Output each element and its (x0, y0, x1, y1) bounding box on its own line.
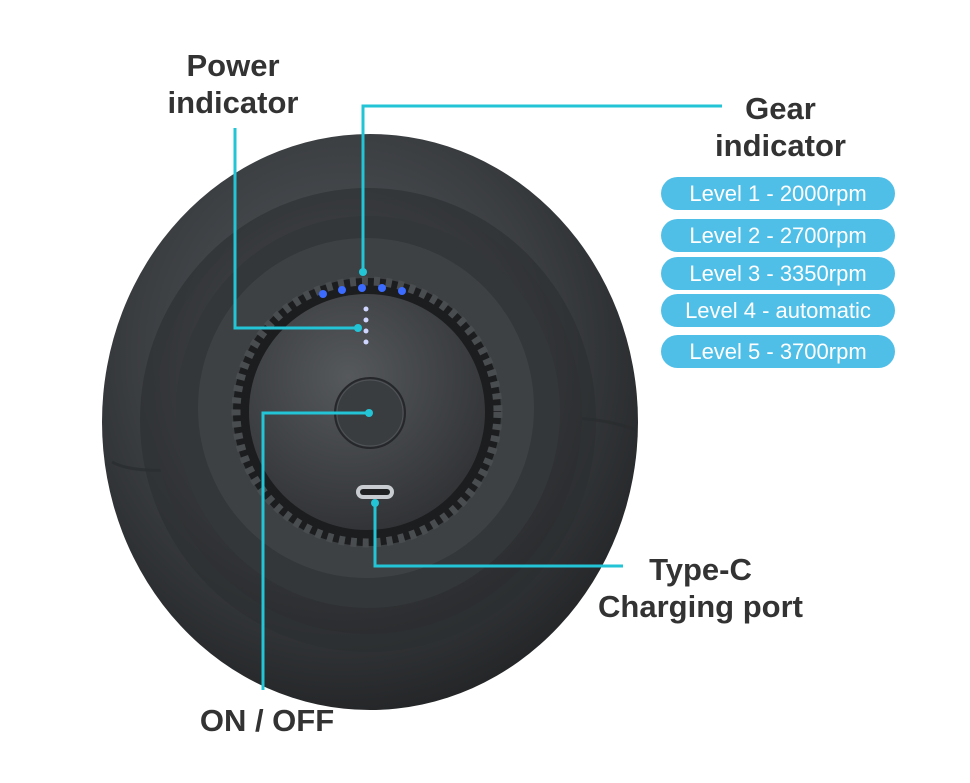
power-callout-line (233, 128, 358, 330)
gear-indicator-label: Gear indicator (715, 91, 846, 163)
power-indicator-leds (363, 306, 369, 345)
gear-led-5 (398, 287, 406, 295)
gear-led-4 (378, 284, 386, 292)
gear-level-1: Level 1 - 2000rpm (661, 177, 895, 210)
power-led-3 (363, 328, 369, 334)
gear-indicator-leds (319, 284, 406, 298)
power-indicator-label: Power indicator (167, 48, 299, 120)
type-c-port (356, 485, 394, 499)
onoff-callout-line (261, 411, 369, 690)
gear-level-3: Level 3 - 3350rpm (661, 257, 895, 290)
gear-callout-line (361, 104, 722, 272)
callout-lines (233, 104, 722, 690)
on-off-label: ON / OFF (199, 703, 335, 738)
gear-led-1 (319, 290, 327, 298)
power-led-1 (363, 306, 369, 312)
gear-level-4: Level 4 - automatic (661, 294, 895, 327)
gear-level-5: Level 5 - 3700rpm (661, 335, 895, 368)
gear-level-2: Level 2 - 2700rpm (661, 219, 895, 252)
callout-dots (354, 268, 379, 507)
typec-callout-line (373, 503, 623, 568)
gear-led-2 (338, 286, 346, 294)
gear-led-3 (358, 284, 366, 292)
type-c-label: Type-C Charging port (598, 552, 803, 624)
power-led-4 (363, 339, 369, 345)
power-led-2 (363, 317, 369, 323)
